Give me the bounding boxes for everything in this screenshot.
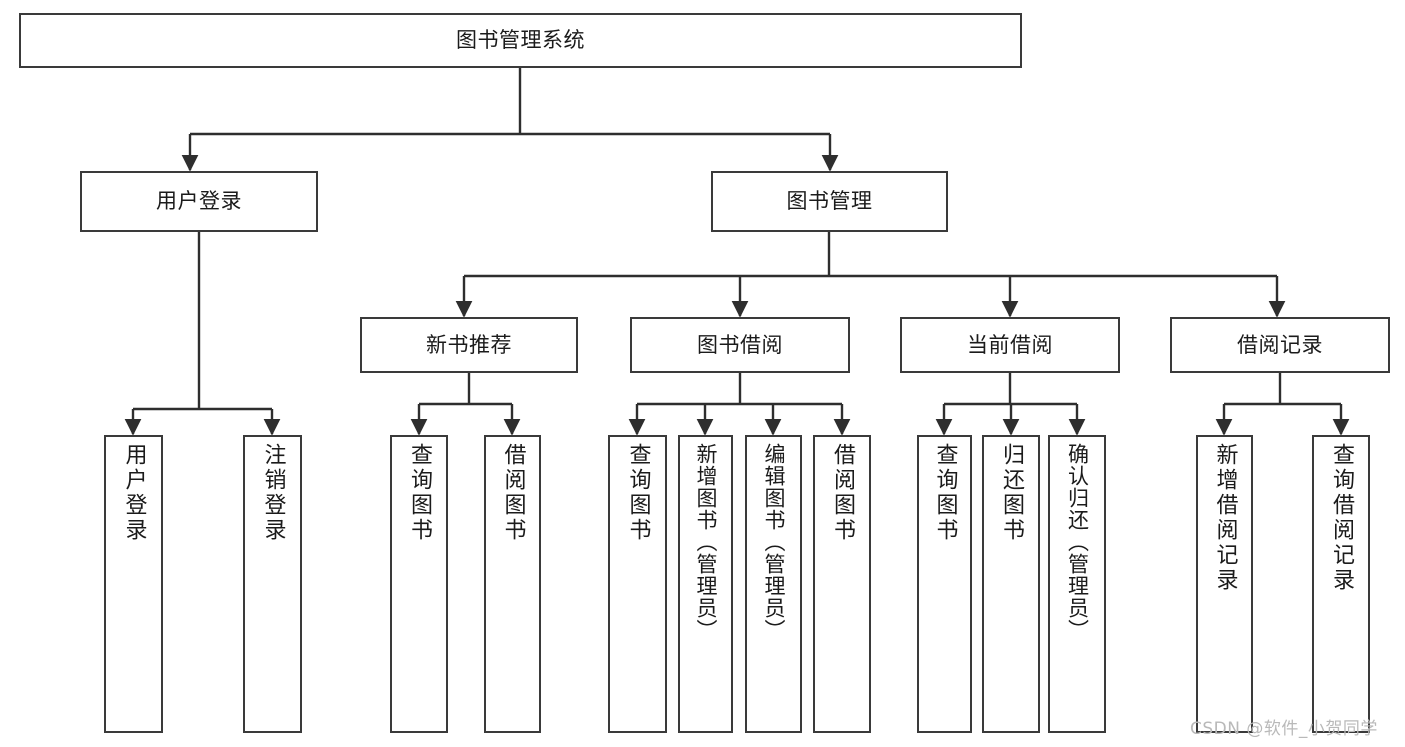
- node-l3a[interactable]: 新书推荐: [360, 317, 578, 373]
- node-leaf4[interactable]: 借阅图书: [484, 435, 541, 733]
- node-label: 当前借阅: [967, 332, 1053, 357]
- node-leaf3[interactable]: 查询图书: [390, 435, 448, 733]
- node-label: 编辑图书（管理员）: [762, 443, 786, 641]
- node-label: 新书推荐: [426, 332, 512, 357]
- node-l2b[interactable]: 图书管理: [711, 171, 948, 232]
- node-leaf1[interactable]: 用户登录: [104, 435, 163, 733]
- node-l3c[interactable]: 当前借阅: [900, 317, 1120, 373]
- node-label: 注销登录: [260, 443, 286, 543]
- node-leaf7[interactable]: 编辑图书（管理员）: [745, 435, 802, 733]
- node-label: 确认归还（管理员）: [1065, 443, 1090, 641]
- node-label: 图书借阅: [697, 332, 783, 357]
- node-label: 查询借阅记录: [1329, 443, 1354, 593]
- node-leaf6[interactable]: 新增图书（管理员）: [678, 435, 733, 733]
- node-label: 查询图书: [932, 443, 958, 543]
- node-label: 用户登录: [156, 189, 242, 214]
- watermark-text: CSDN @软件_小贺同学: [1190, 719, 1378, 739]
- node-leaf13[interactable]: 查询借阅记录: [1312, 435, 1370, 733]
- node-label: 图书管理系统: [456, 28, 585, 53]
- node-leaf10[interactable]: 归还图书: [982, 435, 1040, 733]
- node-l3b[interactable]: 图书借阅: [630, 317, 850, 373]
- node-label: 借阅图书: [830, 443, 855, 543]
- node-label: 新增图书（管理员）: [694, 443, 718, 641]
- node-leaf9[interactable]: 查询图书: [917, 435, 972, 733]
- node-leaf11[interactable]: 确认归还（管理员）: [1048, 435, 1106, 733]
- node-leaf8[interactable]: 借阅图书: [813, 435, 871, 733]
- node-root[interactable]: 图书管理系统: [19, 13, 1022, 68]
- node-l3d[interactable]: 借阅记录: [1170, 317, 1390, 373]
- node-l2a[interactable]: 用户登录: [80, 171, 318, 232]
- node-label: 借阅图书: [500, 443, 526, 543]
- node-leaf5[interactable]: 查询图书: [608, 435, 667, 733]
- node-label: 新增借阅记录: [1212, 443, 1238, 593]
- node-label: 归还图书: [999, 443, 1024, 543]
- node-label: 查询图书: [625, 443, 651, 543]
- node-label: 用户登录: [121, 443, 147, 543]
- node-label: 图书管理: [786, 189, 873, 214]
- node-label: 查询图书: [407, 443, 432, 543]
- node-label: 借阅记录: [1237, 332, 1323, 357]
- node-leaf12[interactable]: 新增借阅记录: [1196, 435, 1253, 733]
- node-leaf2[interactable]: 注销登录: [243, 435, 302, 733]
